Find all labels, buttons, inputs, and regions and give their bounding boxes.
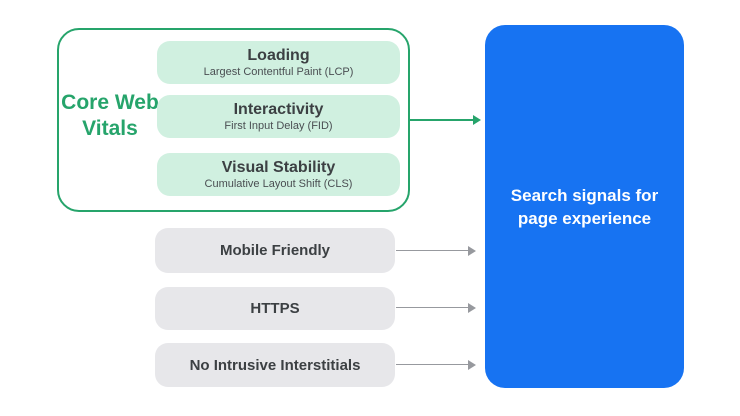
pill-label: Mobile Friendly — [219, 242, 330, 259]
pill-subtitle: Cumulative Layout Shift (CLS) — [204, 177, 353, 190]
signal-pill-visual-stability: Visual Stability Cumulative Layout Shift… — [157, 153, 400, 196]
signal-pill-mobile-friendly: Mobile Friendly — [155, 228, 395, 273]
core-web-vitals-label: Core Web Vitals — [61, 91, 159, 140]
right-arrow-icon-no-intrusive-interstitials — [396, 359, 476, 371]
pill-title: Loading — [247, 46, 310, 64]
signal-pill-https: HTTPS — [155, 287, 395, 330]
signal-pill-no-intrusive-interstitials: No Intrusive Interstitials — [155, 343, 395, 387]
pill-label: No Intrusive Interstitials — [189, 356, 361, 374]
right-arrow-icon-mobile-friendly — [396, 245, 476, 257]
pill-label: HTTPS — [250, 300, 300, 317]
right-arrow-icon-core-web-vitals — [409, 114, 481, 126]
pill-subtitle: First Input Delay (FID) — [224, 119, 333, 132]
signal-pill-interactivity: Interactivity First Input Delay (FID) — [157, 95, 400, 138]
search-signals-box: Search signals for page experience — [485, 25, 684, 388]
pill-title: Visual Stability — [221, 158, 336, 176]
pill-title: Interactivity — [233, 100, 324, 118]
right-arrow-icon-https — [396, 302, 476, 314]
pill-subtitle: Largest Contentful Paint (LCP) — [203, 65, 354, 78]
search-signals-label: Search signals for page experience — [510, 185, 659, 228]
signal-pill-loading: Loading Largest Contentful Paint (LCP) — [157, 41, 400, 84]
